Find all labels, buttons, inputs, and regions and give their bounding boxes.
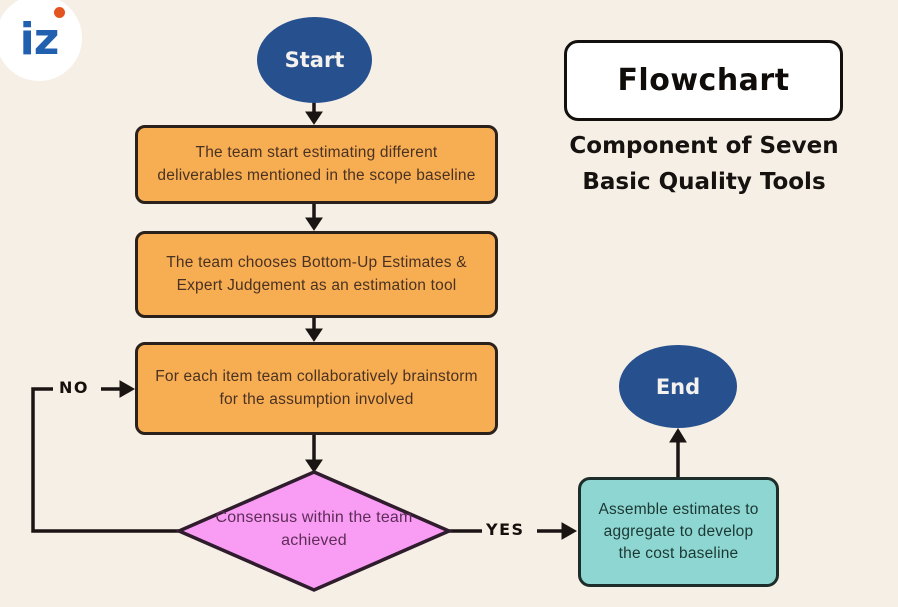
process-step-2: The team chooses Bottom-Up Estimates & E… [135, 231, 498, 318]
output-step-text: Assemble estimates to aggregate to devel… [598, 501, 759, 562]
output-step: Assemble estimates to aggregate to devel… [578, 477, 779, 587]
page-subtitle: Component of Seven Basic Quality Tools [545, 128, 863, 200]
connector-step3-to-decision [305, 434, 323, 473]
decision-label: Consensus within the team achieved [215, 509, 413, 550]
connector-step2-to-step3 [305, 317, 323, 342]
page-title: Flowchart [617, 63, 790, 98]
process-step-3: For each item team collaboratively brain… [135, 342, 498, 435]
page-subtitle-line2: Basic Quality Tools [582, 169, 826, 195]
connector-output-to-end [669, 428, 687, 477]
branch-label-no: NO [59, 378, 89, 397]
process-step-3-text: For each item team collaboratively brain… [155, 368, 478, 408]
brand-logo-dot-icon [54, 7, 65, 18]
connector-step1-to-step2 [305, 203, 323, 231]
process-step-2-text: The team chooses Bottom-Up Estimates & E… [166, 254, 467, 294]
page-subtitle-line1: Component of Seven [569, 133, 839, 159]
start-node-label: Start [284, 48, 345, 72]
branch-label-yes: YES [486, 520, 525, 539]
process-step-1-text: The team start estimating different deli… [157, 144, 476, 184]
end-node-label: End [655, 374, 701, 399]
brand-logo-text: iz [19, 14, 60, 65]
process-step-1: The team start estimating different deli… [135, 125, 498, 204]
title-box: Flowchart [564, 40, 843, 121]
end-node: End [619, 345, 737, 428]
brand-logo: iz [0, 0, 82, 81]
connector-start-to-step1 [305, 101, 323, 125]
start-node: Start [257, 17, 372, 103]
